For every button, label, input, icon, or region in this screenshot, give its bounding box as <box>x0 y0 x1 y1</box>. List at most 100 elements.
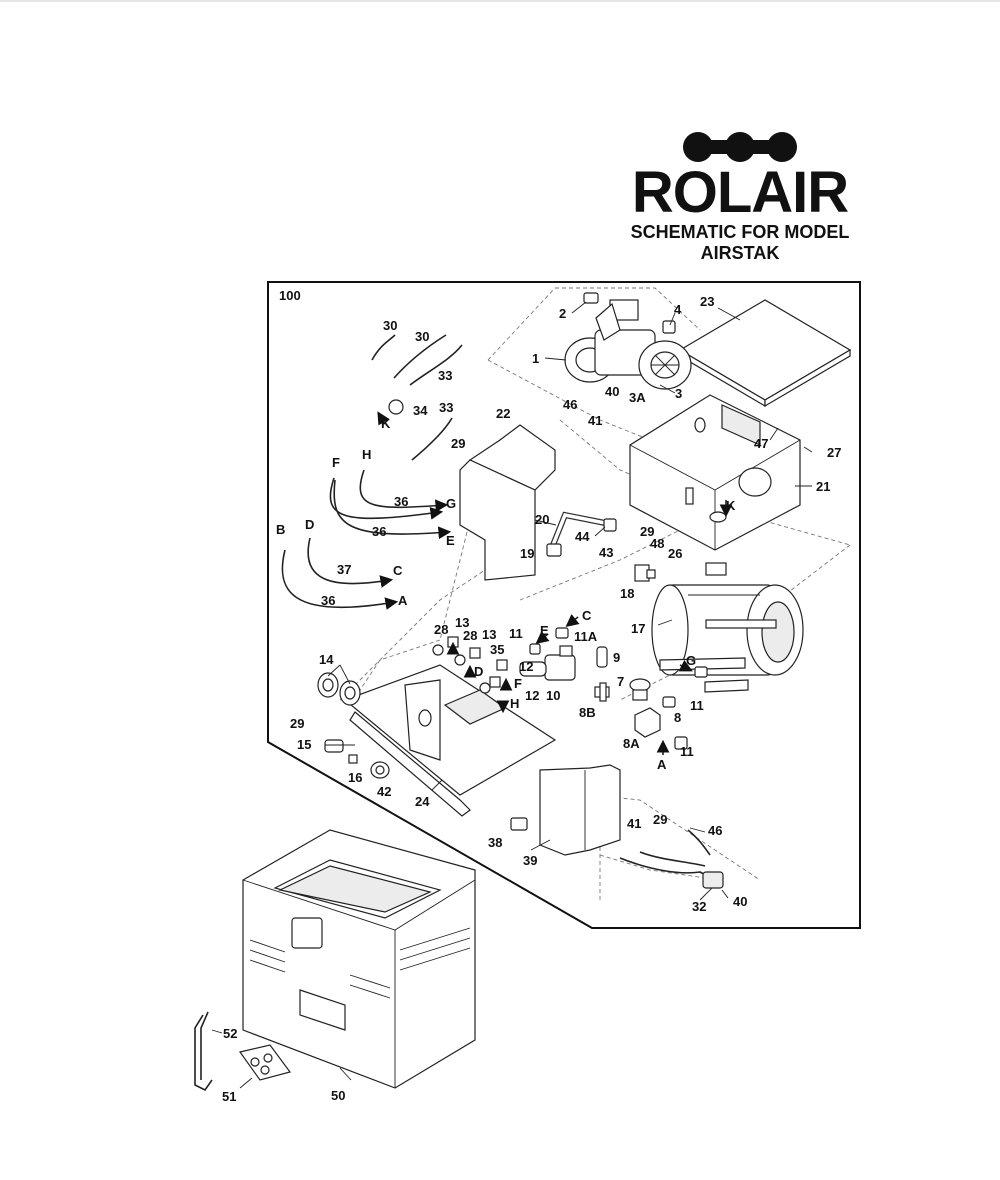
connector-d-fitting: D <box>474 664 483 679</box>
fitting-8-part <box>662 696 676 708</box>
fitting-43-part <box>603 518 617 532</box>
pump-head-part <box>564 299 692 390</box>
connector-h-fitting: H <box>510 696 519 711</box>
label-39: 39 <box>523 853 537 868</box>
connector-a-fitting: A <box>657 757 667 772</box>
toolbox-case-part <box>242 829 476 1089</box>
label-51: 51 <box>222 1089 236 1104</box>
label-35: 35 <box>490 642 504 657</box>
header: ROLAIR SCHEMATIC FOR MODEL AIRSTAK <box>600 130 880 264</box>
label-30-right: 30 <box>415 329 429 344</box>
label-43: 43 <box>599 545 613 560</box>
label-3a: 3A <box>629 390 646 405</box>
fitting-11a-part <box>555 627 569 639</box>
label-11-a: 11 <box>680 744 694 759</box>
label-12-upper: 12 <box>519 659 533 674</box>
label-24: 24 <box>415 794 430 809</box>
label-42: 42 <box>377 784 391 799</box>
fitting-16-part <box>348 754 358 764</box>
elbow-19-part <box>546 543 562 557</box>
o-ring-34-part <box>388 399 404 415</box>
label-13-left: 13 <box>455 615 469 630</box>
hook-52-part <box>194 1011 213 1092</box>
label-23: 23 <box>700 294 714 309</box>
label-27: 27 <box>827 445 841 460</box>
label-40-harness: 40 <box>733 894 747 909</box>
label-10: 10 <box>546 688 560 703</box>
label-7: 7 <box>617 674 624 689</box>
label-41-harness: 41 <box>627 816 641 831</box>
label-19: 19 <box>520 546 534 561</box>
mounting-bracket-part <box>459 424 556 581</box>
label-44: 44 <box>575 529 590 544</box>
label-29-harness: 29 <box>653 812 667 827</box>
label-17: 17 <box>631 621 645 636</box>
label-3: 3 <box>675 386 682 401</box>
label-11-upper: 11 <box>509 626 523 641</box>
fitting-11-upper-part <box>529 643 541 655</box>
brand-name: ROLAIR <box>631 160 849 225</box>
label-15: 15 <box>297 737 311 752</box>
diagram-frame <box>267 281 861 929</box>
enclosure-box-part <box>629 394 801 551</box>
label-36-mid: 36 <box>372 524 386 539</box>
regulator-valve-part <box>519 645 576 681</box>
label-48: 48 <box>650 536 664 551</box>
label-16: 16 <box>348 770 362 785</box>
label-8a: 8A <box>623 736 640 751</box>
connector-h-hose: H <box>362 447 371 462</box>
label-50: 50 <box>331 1088 345 1103</box>
frame-label: 100 <box>279 288 301 303</box>
discharge-tube-part <box>550 511 606 547</box>
side-cover-part <box>539 764 621 856</box>
fitting-11-a-part <box>674 736 688 750</box>
leader-lines <box>211 301 813 1089</box>
label-9: 9 <box>613 650 620 665</box>
safety-valve-7-part <box>629 678 651 701</box>
label-12-lower: 12 <box>525 688 539 703</box>
pressure-switch-8a-part <box>634 707 661 738</box>
label-38: 38 <box>488 835 502 850</box>
pressure-gauges-part <box>317 672 361 706</box>
fitting-4-part <box>662 320 676 334</box>
label-29-box: 29 <box>640 524 654 539</box>
label-8b: 8B <box>579 705 596 720</box>
label-52: 52 <box>223 1026 237 1041</box>
label-11A: 11A <box>574 629 598 644</box>
connector-k-oring: K <box>381 416 391 431</box>
part-labels: 1 2 3 3A 4 7 8 8A 8B 9 10 11 11 11 11A 1… <box>222 294 841 1104</box>
label-4: 4 <box>674 302 682 317</box>
connector-e-fitting: E <box>540 623 549 638</box>
connector-labels: A A B C C D D E E F F G G H H K K <box>276 416 736 772</box>
wire-harness-part <box>619 829 724 889</box>
connector-g-fitting: G <box>686 653 696 668</box>
label-33-upper: 33 <box>438 368 452 383</box>
label-34: 34 <box>413 403 428 418</box>
label-40-pump: 40 <box>605 384 619 399</box>
subtitle-line-1: SCHEMATIC FOR MODEL <box>630 222 850 242</box>
label-41-pump: 41 <box>588 413 602 428</box>
label-11-g: 11 <box>690 698 704 713</box>
connector-k-box: K <box>726 498 736 513</box>
fitting-15-part <box>324 739 344 753</box>
air-tank-motor-part <box>651 562 804 693</box>
top-border <box>0 0 1000 2</box>
label-33-lower: 33 <box>439 400 453 415</box>
label-37: 37 <box>337 562 351 577</box>
fitting-8b-part <box>594 682 610 702</box>
label-2: 2 <box>559 306 566 321</box>
label-29-bracket: 29 <box>451 436 465 451</box>
connector-b: B <box>276 522 285 537</box>
base-plate-part <box>343 664 557 817</box>
label-18: 18 <box>620 586 634 601</box>
subtitle-line-2: AIRSTAK <box>700 243 780 263</box>
label-46-pump: 46 <box>563 397 577 412</box>
rolair-logo-icon <box>683 132 797 162</box>
grommet-42-part <box>370 761 390 779</box>
connector-d-hose: D <box>305 517 314 532</box>
label-26: 26 <box>668 546 682 561</box>
connector-c-fitting: C <box>582 608 592 623</box>
label-32: 32 <box>692 899 706 914</box>
fitting-11-g-part <box>694 666 708 678</box>
